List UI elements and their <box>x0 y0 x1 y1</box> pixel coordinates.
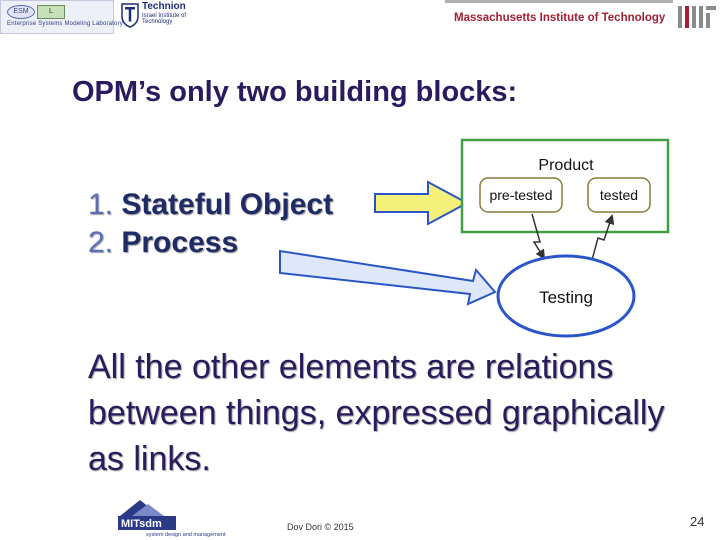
footer-author: Dov Dori © 2015 <box>287 522 354 532</box>
slide-title: OPM’s only two building blocks: <box>72 76 518 108</box>
esml-mark-left: ESM <box>7 5 35 19</box>
slide-body-text: All the other elements are relations bet… <box>88 348 665 478</box>
technion-logo-icon <box>121 3 139 28</box>
object-product-name: Product <box>538 157 594 174</box>
list-item-label: Process <box>121 226 239 259</box>
process-testing-ellipse <box>496 254 636 338</box>
state-pre-tested <box>479 177 563 213</box>
mitsdm-logo-subtitle: system design and management <box>146 532 226 538</box>
list-item-object: 1. Stateful Object <box>88 186 333 224</box>
technion-name: Technion <box>142 1 186 12</box>
state-tested <box>587 177 651 213</box>
esml-mark-right: L <box>37 5 65 19</box>
list-item-label: Stateful Object <box>121 188 334 221</box>
mit-logo-icon <box>678 6 716 28</box>
list-item-number: 2. <box>88 226 114 259</box>
list-item-number: 1. <box>88 188 114 221</box>
technion-subtitle: Israel Institute of Technology <box>142 13 187 25</box>
list-item-process: 2. Process <box>88 224 333 262</box>
esml-name: Enterprise Systems Modeling Laboratory <box>7 21 123 27</box>
opm-diagram: Product pre-tested tested Testing <box>279 138 670 338</box>
mitsdm-logo: MITsdm system design and management <box>118 500 226 538</box>
page-number: 24 <box>690 514 705 529</box>
state-tested-label: tested <box>600 187 638 203</box>
esml-logo: ESM L Enterprise Systems Modeling Labora… <box>0 0 123 34</box>
mitsdm-logo-text: MITsdm <box>121 518 162 530</box>
object-pointer-arrow <box>374 180 470 226</box>
building-block-list: 1. Stateful Object 2. Process <box>88 186 333 262</box>
process-testing-name: Testing <box>539 288 593 307</box>
process-pointer-arrow <box>279 249 497 306</box>
state-pre-tested-label: pre-tested <box>489 187 552 203</box>
input-link-arrow <box>531 213 546 260</box>
mit-name: Massachusetts Institute of Technology <box>454 12 666 24</box>
output-link-arrow <box>591 214 615 261</box>
header-rule <box>445 0 673 3</box>
